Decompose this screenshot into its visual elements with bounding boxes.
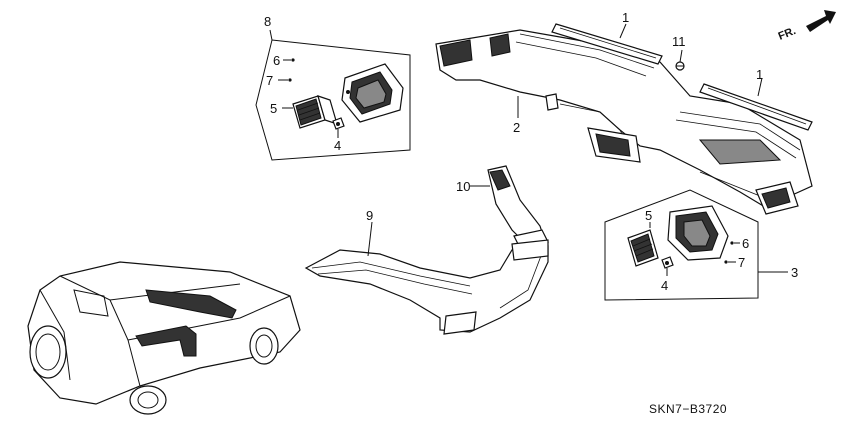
callout-1b: 1 <box>756 67 763 82</box>
screw-6-right <box>730 241 734 245</box>
callout-3: 3 <box>791 265 798 280</box>
screw-7-left <box>288 78 292 82</box>
callout-5b: 5 <box>645 208 652 223</box>
callout-10: 10 <box>456 179 470 194</box>
vent-housing-right <box>667 205 729 261</box>
rear-duct-10: 10 <box>456 165 549 249</box>
callout-5a: 5 <box>270 101 277 116</box>
assembly-box-8 <box>255 29 411 161</box>
diagram-code: SKN7−B3720 <box>649 402 727 416</box>
assembly-box-3 <box>604 189 788 301</box>
front-direction-label: FR. <box>777 25 798 43</box>
screw-11 <box>675 49 685 71</box>
defroster-nozzle-1-lower <box>699 83 813 131</box>
callout-6a: 6 <box>273 53 280 68</box>
front-direction-arrow: FR. <box>777 10 836 43</box>
dashboard-duct-2 <box>435 29 813 215</box>
screw-7-right <box>724 260 728 264</box>
floor-duct-9: 9 <box>304 208 549 335</box>
callout-6b: 6 <box>742 236 749 251</box>
callout-9: 9 <box>366 208 373 223</box>
callout-4a: 4 <box>334 138 341 153</box>
callout-11: 11 <box>672 34 686 49</box>
defroster-nozzle-1-upper <box>551 23 663 65</box>
callout-7a: 7 <box>266 73 273 88</box>
callout-4b: 4 <box>661 278 668 293</box>
vent-grille-5-right <box>627 229 659 267</box>
vehicle-location-illustration <box>27 261 301 415</box>
vent-grille-5-left <box>292 95 338 129</box>
callout-2: 2 <box>513 120 520 135</box>
callout-7b: 7 <box>738 255 745 270</box>
clip-4-right <box>661 256 674 269</box>
clip-4-left <box>332 117 345 130</box>
screw-6-left <box>291 58 295 62</box>
callout-8: 8 <box>264 14 271 29</box>
vent-housing-left <box>341 63 404 123</box>
callout-1a: 1 <box>622 10 629 25</box>
